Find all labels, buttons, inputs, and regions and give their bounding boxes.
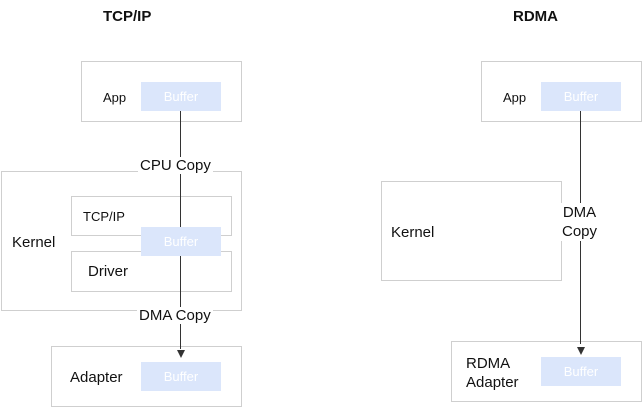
rdma-adapter-label-line2: Adapter (466, 374, 519, 391)
rdma-arrow-head (577, 347, 585, 355)
tcp-adapter-label: Adapter (70, 369, 123, 386)
tcp-app-label: App (103, 90, 127, 105)
rdma-adapter-label: RDMA Adapter (466, 354, 519, 392)
tcp-dma-copy-label: DMA Copy (137, 307, 213, 324)
tcp-app-buffer: Buffer (141, 82, 221, 111)
tcp-cpu-copy-label: CPU Copy (138, 157, 213, 174)
rdma-dma-copy-line1: DMA (562, 204, 597, 221)
rdma-title: RDMA (513, 8, 558, 25)
rdma-app-label: App (503, 90, 527, 105)
rdma-adapter-label-line1: RDMA (466, 355, 511, 372)
rdma-kernel-label: Kernel (391, 224, 435, 241)
tcp-driver-box: Driver (71, 251, 232, 292)
tcp-arrow-head (177, 350, 185, 358)
tcp-tcpip-label: TCP/IP (83, 209, 125, 224)
tcp-adapter-buffer: Buffer (141, 362, 221, 391)
rdma-dma-copy-label: DMA Copy (560, 203, 600, 241)
tcp-kernel-buffer: Buffer (141, 227, 221, 256)
tcp-driver-label: Driver (88, 263, 128, 280)
tcpip-title: TCP/IP (103, 8, 152, 25)
rdma-kernel-box: Kernel (381, 181, 562, 281)
rdma-dma-copy-line2: Copy (562, 223, 598, 240)
rdma-adapter-buffer: Buffer (541, 357, 621, 386)
rdma-app-buffer: Buffer (541, 82, 621, 111)
tcp-kernel-label: Kernel (12, 234, 56, 251)
